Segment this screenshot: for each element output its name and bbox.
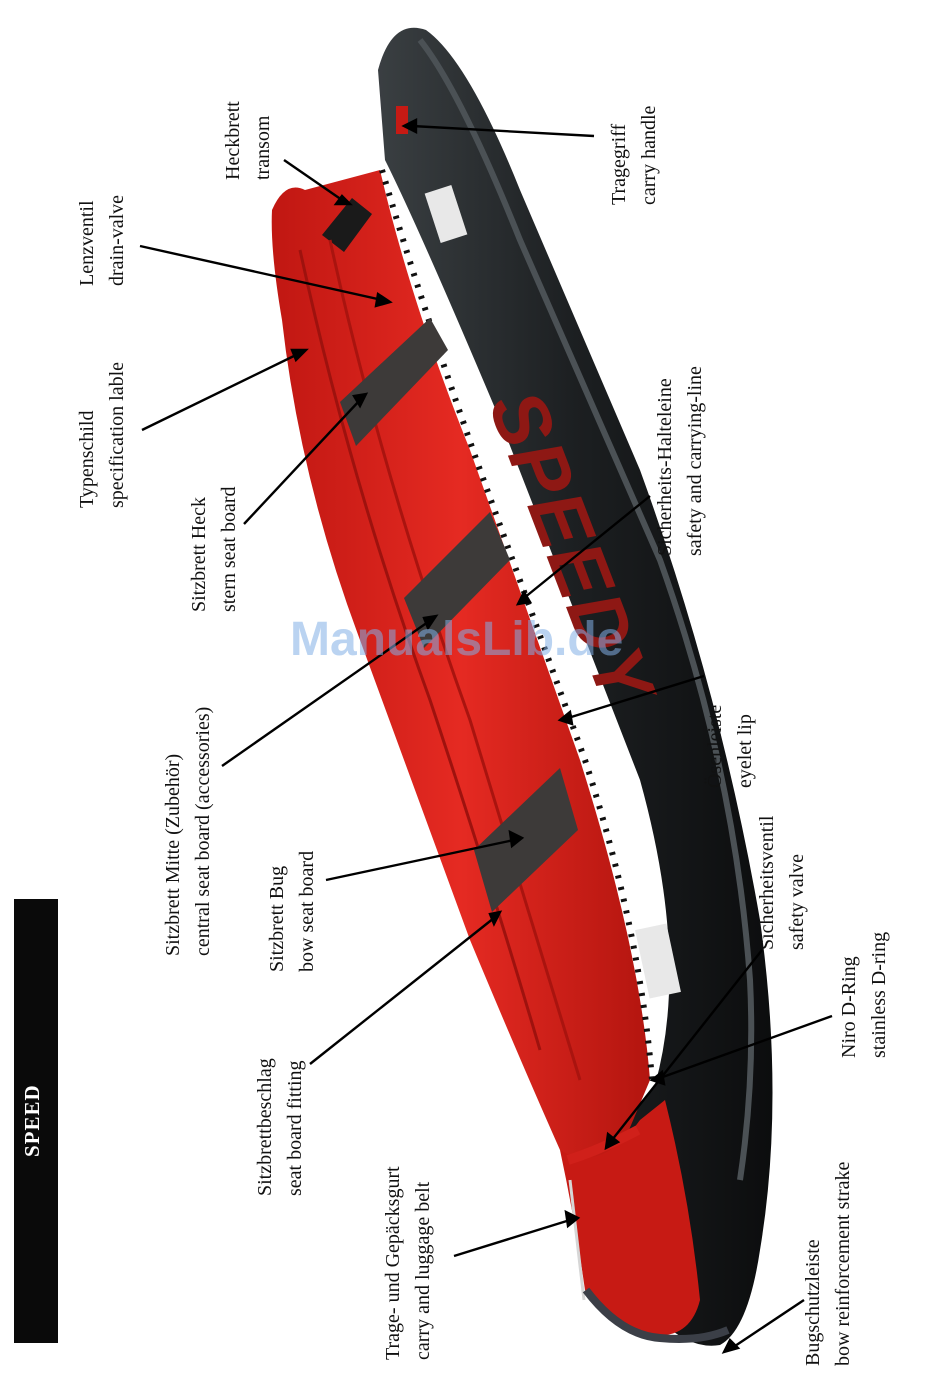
label-halteleine-en: safety and carrying-line (684, 366, 706, 556)
luggage-belt (566, 1125, 641, 1165)
leader-gurt (453, 1218, 571, 1258)
stern-transom (322, 198, 372, 252)
label-heckbrett-en: transom (252, 115, 274, 180)
label-sicherheitsventil-de: Sicherheitsventil (756, 815, 778, 950)
label-oesenleiste: Ösenleiste eyelet lip (700, 705, 760, 788)
side-tab-label: SPEED (20, 1084, 44, 1157)
label-typenschild-de: Typenschild (76, 410, 98, 508)
label-oesenleiste-de: Ösenleiste (704, 704, 726, 788)
red-bow-section (560, 1100, 700, 1336)
label-lenzventil-en: drain-valve (106, 194, 128, 286)
label-tragegriff-de: Tragegriff (608, 123, 630, 205)
label-typenschild-en: specification lable (106, 361, 128, 508)
label-sitzbrett-mitte-en: central seat board (accessories) (192, 706, 214, 956)
luggage-belt-strap (568, 1179, 586, 1301)
eyelet-lip-edge (379, 169, 655, 1081)
leader-oesenleiste (567, 674, 705, 720)
stern-seat-board (340, 318, 448, 446)
leader-bugschutzleiste (731, 1299, 805, 1349)
label-sitzbrett-bug: Sitzbrett Bug bow seat board (262, 851, 322, 972)
carry-handle (396, 106, 408, 134)
label-sitzbrettbeschlag: Sitzbrettbeschlag seat board fitting (250, 1058, 310, 1196)
label-lenzventil-de: Lenzventil (76, 200, 98, 286)
label-gurt-de: Trage- und Gepäcksgurt (382, 1166, 404, 1360)
label-niro-d-ring-de: Niro D-Ring (838, 956, 860, 1058)
label-bugschutzleiste-de: Bugschutzleiste (802, 1239, 824, 1366)
leader-niro-d-ring (659, 1014, 833, 1080)
label-heckbrett: Heckbrett transom (218, 101, 278, 180)
label-sitzbrett-mitte-de: Sitzbrett Mitte (Zubehör) (162, 753, 184, 956)
label-lenzventil: Lenzventil drain-valve (72, 195, 132, 286)
bow-strake (582, 1287, 730, 1343)
label-gurt-en: carry and luggage belt (412, 1181, 434, 1360)
black-side-tube (378, 27, 773, 1346)
label-sitzbrett-heck-en: stern seat board (218, 486, 240, 612)
label-tragegriff: Tragegriff carry handle (604, 106, 664, 205)
label-sitzbrett-heck-de: Sitzbrett Heck (188, 497, 210, 612)
central-seat-board (404, 512, 510, 648)
leader-sitzbrett-heck (243, 399, 361, 525)
leader-heckbrett (283, 159, 343, 201)
label-sitzbrettbeschlag-en: seat board fitting (284, 1060, 306, 1196)
label-bugschutzleiste: Bugschutzleiste bow reinforcement strake (798, 1162, 858, 1366)
leader-typenschild (141, 352, 299, 432)
leader-lenzventil (139, 244, 383, 302)
label-halteleine-de: Sicherheits-Halteleine (654, 378, 676, 556)
label-tragegriff-en: carry handle (638, 105, 660, 205)
label-oesenleiste-en: eyelet lip (734, 714, 756, 788)
leader-sitzbrett-bug (325, 838, 515, 882)
label-sicherheits-halteleine: Sicherheits-Halteleine safety and carryi… (650, 366, 710, 556)
label-sitzbrett-bug-de: Sitzbrett Bug (266, 865, 288, 972)
black-tube-highlight (417, 38, 755, 1181)
leader-sitzbrettbeschlag (309, 917, 495, 1065)
floor-tube-line-1 (298, 249, 542, 1051)
leader-tragegriff (411, 124, 595, 138)
label-heckbrett-de: Heckbrett (222, 101, 244, 180)
label-sitzbrettbeschlag-de: Sitzbrettbeschlag (254, 1058, 276, 1196)
brand-label-top (424, 184, 468, 244)
label-sitzbrett-mitte: Sitzbrett Mitte (Zubehör) central seat b… (158, 707, 218, 956)
label-sicherheitsventil: Sicherheitsventil safety valve (752, 816, 812, 950)
label-niro-d-ring: Niro D-Ring stainless D-ring (834, 932, 894, 1058)
brand-label-bottom (635, 923, 681, 999)
leader-sicherheitsventil (611, 949, 763, 1141)
side-tab: SPEED (14, 899, 58, 1343)
label-sitzbrett-heck: Sitzbrett Heck stern seat board (184, 486, 244, 612)
label-typenschild: Typenschild specification lable (72, 362, 132, 508)
bow-seat-board (474, 768, 578, 912)
label-trage-gepaecksgurt: Trage- und Gepäcksgurt carry and luggage… (378, 1166, 438, 1360)
label-niro-d-ring-en: stainless D-ring (868, 931, 890, 1058)
leader-halteleine (523, 495, 651, 599)
label-bugschutzleiste-en: bow reinforcement strake (832, 1161, 854, 1366)
watermark: ManualsLib.de (290, 613, 624, 666)
callout-lines (139, 118, 833, 1354)
leader-sitzbrett-mitte (221, 621, 429, 767)
floor-tube-line-2 (328, 239, 582, 1081)
label-sicherheitsventil-en: safety valve (786, 853, 808, 950)
label-sitzbrett-bug-en: bow seat board (296, 850, 318, 972)
